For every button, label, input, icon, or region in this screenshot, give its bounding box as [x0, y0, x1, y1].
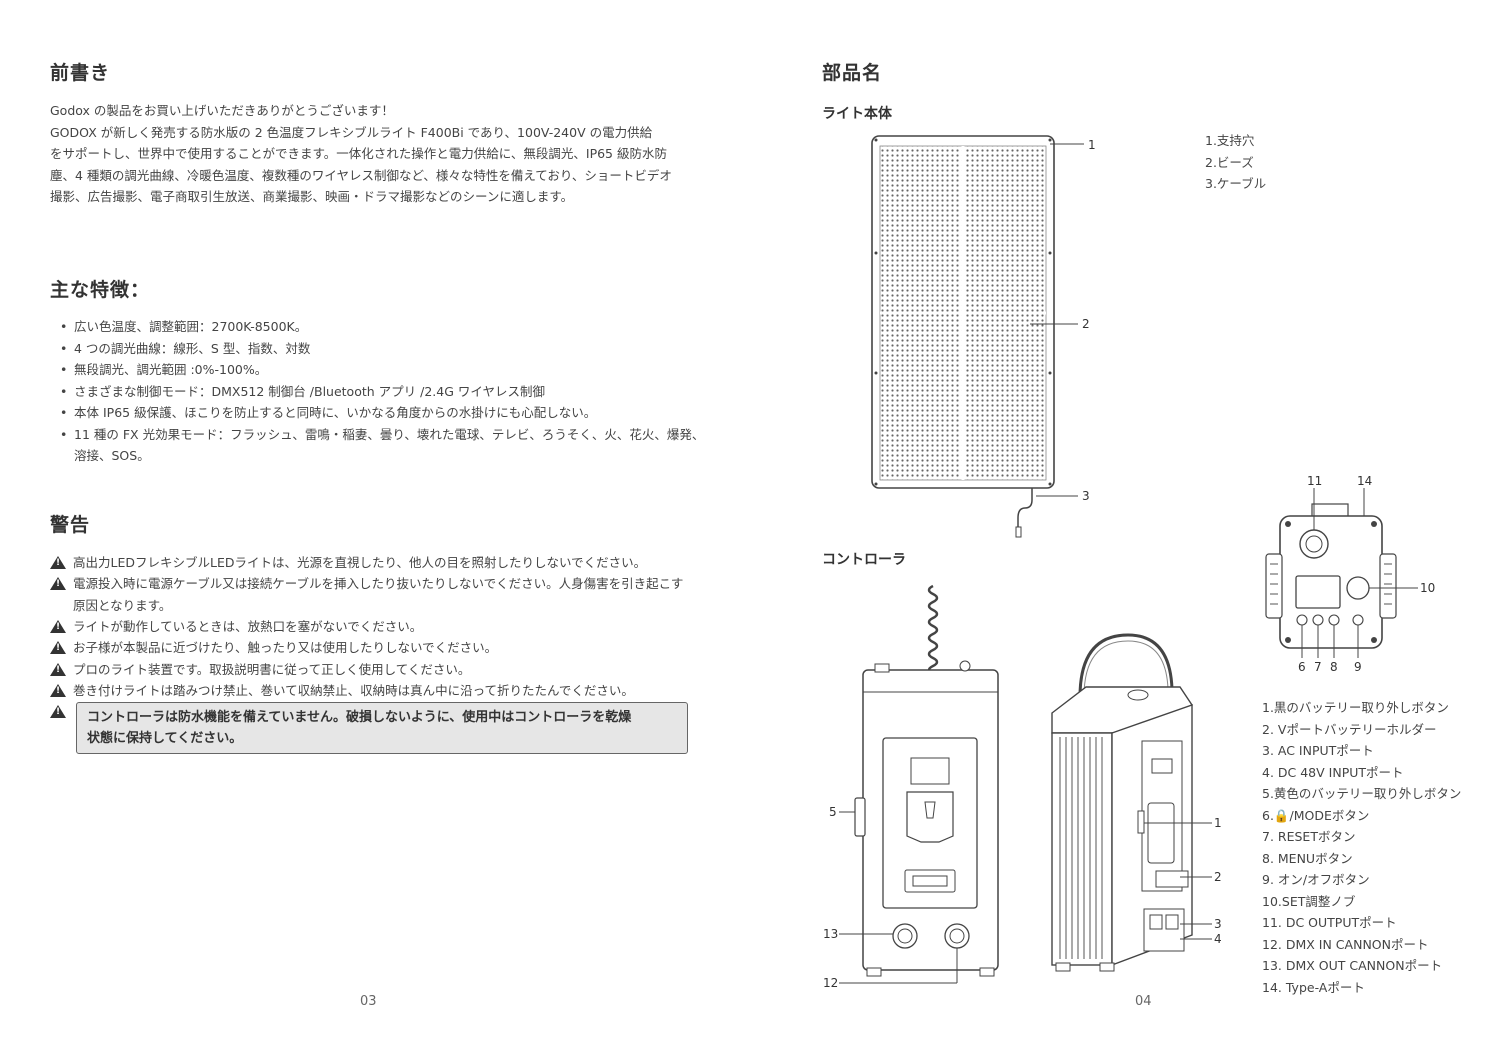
list-item: 12. DMX IN CANNONポート	[1262, 936, 1429, 952]
warning-triangle-icon	[50, 556, 66, 569]
list-item: 3. AC INPUTポート	[1262, 743, 1374, 758]
callout-1: 1	[1214, 816, 1222, 830]
controller-note-box: コントローラは防水機能を備えていません。破損しないように、使用中はコントローラを…	[76, 702, 688, 754]
warning-item: お子様が本製品に近づけたり、触ったり又は使用したりしないでください。	[50, 637, 497, 659]
light-panel-diagram: 1 2 3	[871, 135, 1096, 538]
callout-2: 2	[1214, 870, 1222, 884]
page-number-right: 04	[1135, 994, 1152, 1009]
intro-line: GODOX が新しく発売する防水版の 2 色温度フレキシブルライト F400Bi…	[50, 124, 653, 140]
warning-triangle-icon	[50, 705, 66, 718]
list-item: 2.ビーズ	[1205, 154, 1254, 170]
warning-triangle-icon	[50, 641, 66, 654]
page-number-left: 03	[360, 994, 377, 1009]
callout-1: 1	[1088, 138, 1096, 152]
intro-line: 撮影、広告撮影、電子商取引生放送、商業撮影、映画・ドラマ撮影などのシーンに適しま…	[50, 189, 574, 204]
callout-4: 4	[1214, 932, 1222, 946]
list-item: 4 つの調光曲線：線形、S 型、指数、対数	[50, 338, 710, 360]
warning-item: プロのライト装置です。取扱説明書に従って正しく使用してください。	[50, 659, 470, 681]
callout-2: 2	[1082, 317, 1090, 331]
warning-triangle-icon	[50, 684, 66, 697]
warning-triangle-icon	[50, 663, 66, 676]
list-item-continuation: 溶接、SOS。	[74, 448, 150, 463]
callout-13: 13	[823, 927, 838, 941]
controller-top-diagram: 11 14 10 6 7 8 9	[1265, 474, 1435, 674]
parts-title: 部品名	[822, 62, 883, 84]
list-item: 1.黒のバッテリー取り外しボタン	[1262, 700, 1449, 715]
list-item: 広い色温度、調整範囲：2700K-8500K。	[50, 316, 710, 338]
list-item: 11 種の FX 光効果モード：フラッシュ、雷鳴・稲妻、曇り、壊れた電球、テレビ…	[50, 424, 710, 446]
list-item: さまざまな制御モード：DMX512 制御台 /Bluetooth アプリ /2.…	[50, 381, 710, 403]
list-item: 13. DMX OUT CANNONポート	[1262, 958, 1443, 973]
list-item: 6.🔒/MODEボタン	[1262, 807, 1370, 823]
callout-11: 11	[1307, 474, 1322, 488]
list-item: 9. オン/オフボタン	[1262, 872, 1370, 887]
light-parts-list: 1.支持穴 2.ビーズ 3.ケーブル	[1205, 130, 1266, 195]
callout-6: 6	[1298, 660, 1306, 674]
callout-3: 3	[1214, 917, 1222, 931]
warning-item: ライトが動作しているときは、放熱口を塞がないでください。	[50, 616, 422, 638]
light-body-title: ライト本体	[822, 106, 892, 122]
callout-8: 8	[1330, 660, 1338, 674]
list-item: 8. MENUボタン	[1262, 850, 1353, 866]
controller-parts-list: 1.黒のバッテリー取り外しボタン 2. Vポートバッテリーホルダー 3. AC …	[1262, 697, 1461, 998]
warning-triangle-icon	[50, 620, 66, 633]
list-item: 本体 IP65 級保護、ほこりを防止すると同時に、いかなる角度からの水掛けにも心…	[50, 402, 710, 424]
intro-line: Godox の製品をお買い上げいただきありがとうございます！	[50, 103, 394, 118]
intro-paragraph: Godox の製品をお買い上げいただきありがとうございます！ GODOX が新し…	[50, 100, 700, 208]
intro-line: をサポートし、世界中で使用することができます。一体化された操作と電力供給に、無段…	[50, 146, 667, 161]
features-title: 主な特徴：	[50, 279, 151, 301]
list-item: 10.SET調整ノブ	[1262, 893, 1356, 909]
features-list: 広い色温度、調整範囲：2700K-8500K。 4 つの調光曲線：線形、S 型、…	[50, 316, 710, 467]
list-item: 14. Type-Aポート	[1262, 979, 1365, 995]
warning-item: 電源投入時に電源ケーブル又は接続ケーブルを挿入したり抜いたりしないでください。人…	[50, 573, 683, 616]
list-item: 11. DC OUTPUTポート	[1262, 915, 1397, 930]
callout-9: 9	[1354, 660, 1362, 674]
controller-title: コントローラ	[822, 552, 906, 568]
list-item: 無段調光、調光範囲 :0%-100%。	[50, 359, 710, 381]
warning-triangle-icon	[50, 577, 66, 590]
callout-7: 7	[1314, 660, 1322, 674]
warning-title: 警告	[50, 514, 91, 536]
callout-10: 10	[1420, 581, 1435, 595]
callout-12: 12	[823, 976, 838, 990]
list-item: 3.ケーブル	[1205, 176, 1267, 191]
controller-side-diagram: 1 2 3 4	[1051, 633, 1222, 972]
list-item: 2. Vポートバッテリーホルダー	[1262, 721, 1437, 737]
list-item: 1.支持穴	[1205, 133, 1255, 148]
callout-3: 3	[1082, 489, 1090, 503]
intro-line: 塵、4 種類の調光曲線、冷暖色温度、複数種のワイヤレス制御など、様々な特性を備え…	[50, 167, 672, 183]
warning-item: 巻き付けライトは踏みつけ禁止、巻いて収納禁止、収納時は真ん中に沿って折りたたんで…	[50, 680, 634, 702]
callout-14: 14	[1357, 474, 1372, 488]
list-item: 4. DC 48V INPUTポート	[1262, 764, 1404, 780]
list-item: 5.黄色のバッテリー取り外しボタン	[1262, 786, 1462, 801]
preface-title: 前書き	[50, 62, 111, 84]
warning-item: 高出力LEDフレキシブルLEDライトは、光源を直視したり、他人の目を照射したりし…	[50, 552, 646, 574]
callout-5: 5	[829, 805, 837, 819]
controller-front-diagram: 5 13 12	[823, 584, 999, 990]
list-item: 7. RESETボタン	[1262, 829, 1356, 844]
